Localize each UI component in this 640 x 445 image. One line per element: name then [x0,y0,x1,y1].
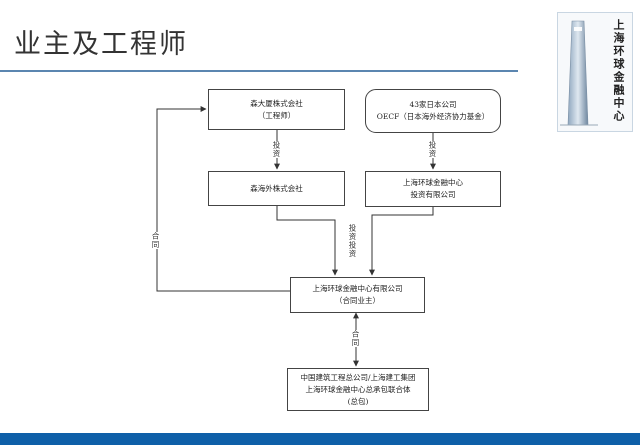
node-mori-building-line1: 森大厦株式会社 [250,98,303,108]
edge-label-contract-left: 合同 [150,232,161,249]
node-contractor-line2: 上海环球金融中心总承包联合体 [305,384,411,394]
edge-label-invest-right: 投资 [427,141,438,158]
node-contractor-line1: 中国建筑工程总公司/上海建工集团 [300,372,416,382]
title-divider [0,70,518,72]
footer-bar [0,433,640,445]
node-japanese-investors: 43家日本公司 OECF（日本海外经济协力基金） [365,89,501,133]
node-swfc-owner: 上海环球金融中心有限公司 （合同业主） [290,277,425,313]
tower-icon [560,20,598,126]
edge-contract-owner-mori [156,106,290,292]
tower-caption: 上海环球金融中心 [612,19,625,123]
node-mori-building-line2: （工程师） [257,110,296,120]
node-contractor: 中国建筑工程总公司/上海建工集团 上海环球金融中心总承包联合体 (总包) [287,368,429,411]
edge-kaisha-to-owner [276,206,338,276]
node-shanghai-kaisha: 森海外株式会社 [208,171,345,206]
edge-swfc-investment-to-owner [369,207,434,276]
edge-label-invest-joint: 投资投资 [347,224,358,258]
node-swfc-investment-line2: 投资有限公司 [410,190,456,199]
node-swfc-owner-line1: 上海环球金融中心有限公司 [312,284,403,293]
node-shanghai-kaisha-line1: 森海外株式会社 [250,183,303,193]
node-swfc-investment: 上海环球金融中心 投资有限公司 [365,171,501,207]
node-japanese-investors-line1: 43家日本公司 [409,100,457,109]
page-title: 业主及工程师 [14,29,188,60]
node-contractor-line3: (总包) [347,396,369,406]
node-swfc-investment-line1: 上海环球金融中心 [403,178,463,187]
edge-label-invest-left: 投资 [271,141,282,158]
node-mori-building: 森大厦株式会社 （工程师） [208,89,345,130]
node-swfc-owner-line2: （合同业主） [335,296,380,305]
tower-logo-panel: 上海环球金融中心 [557,12,633,132]
node-japanese-investors-line2: OECF（日本海外经济协力基金） [376,112,490,121]
edge-label-contract-bottom: 合同 [350,330,361,347]
